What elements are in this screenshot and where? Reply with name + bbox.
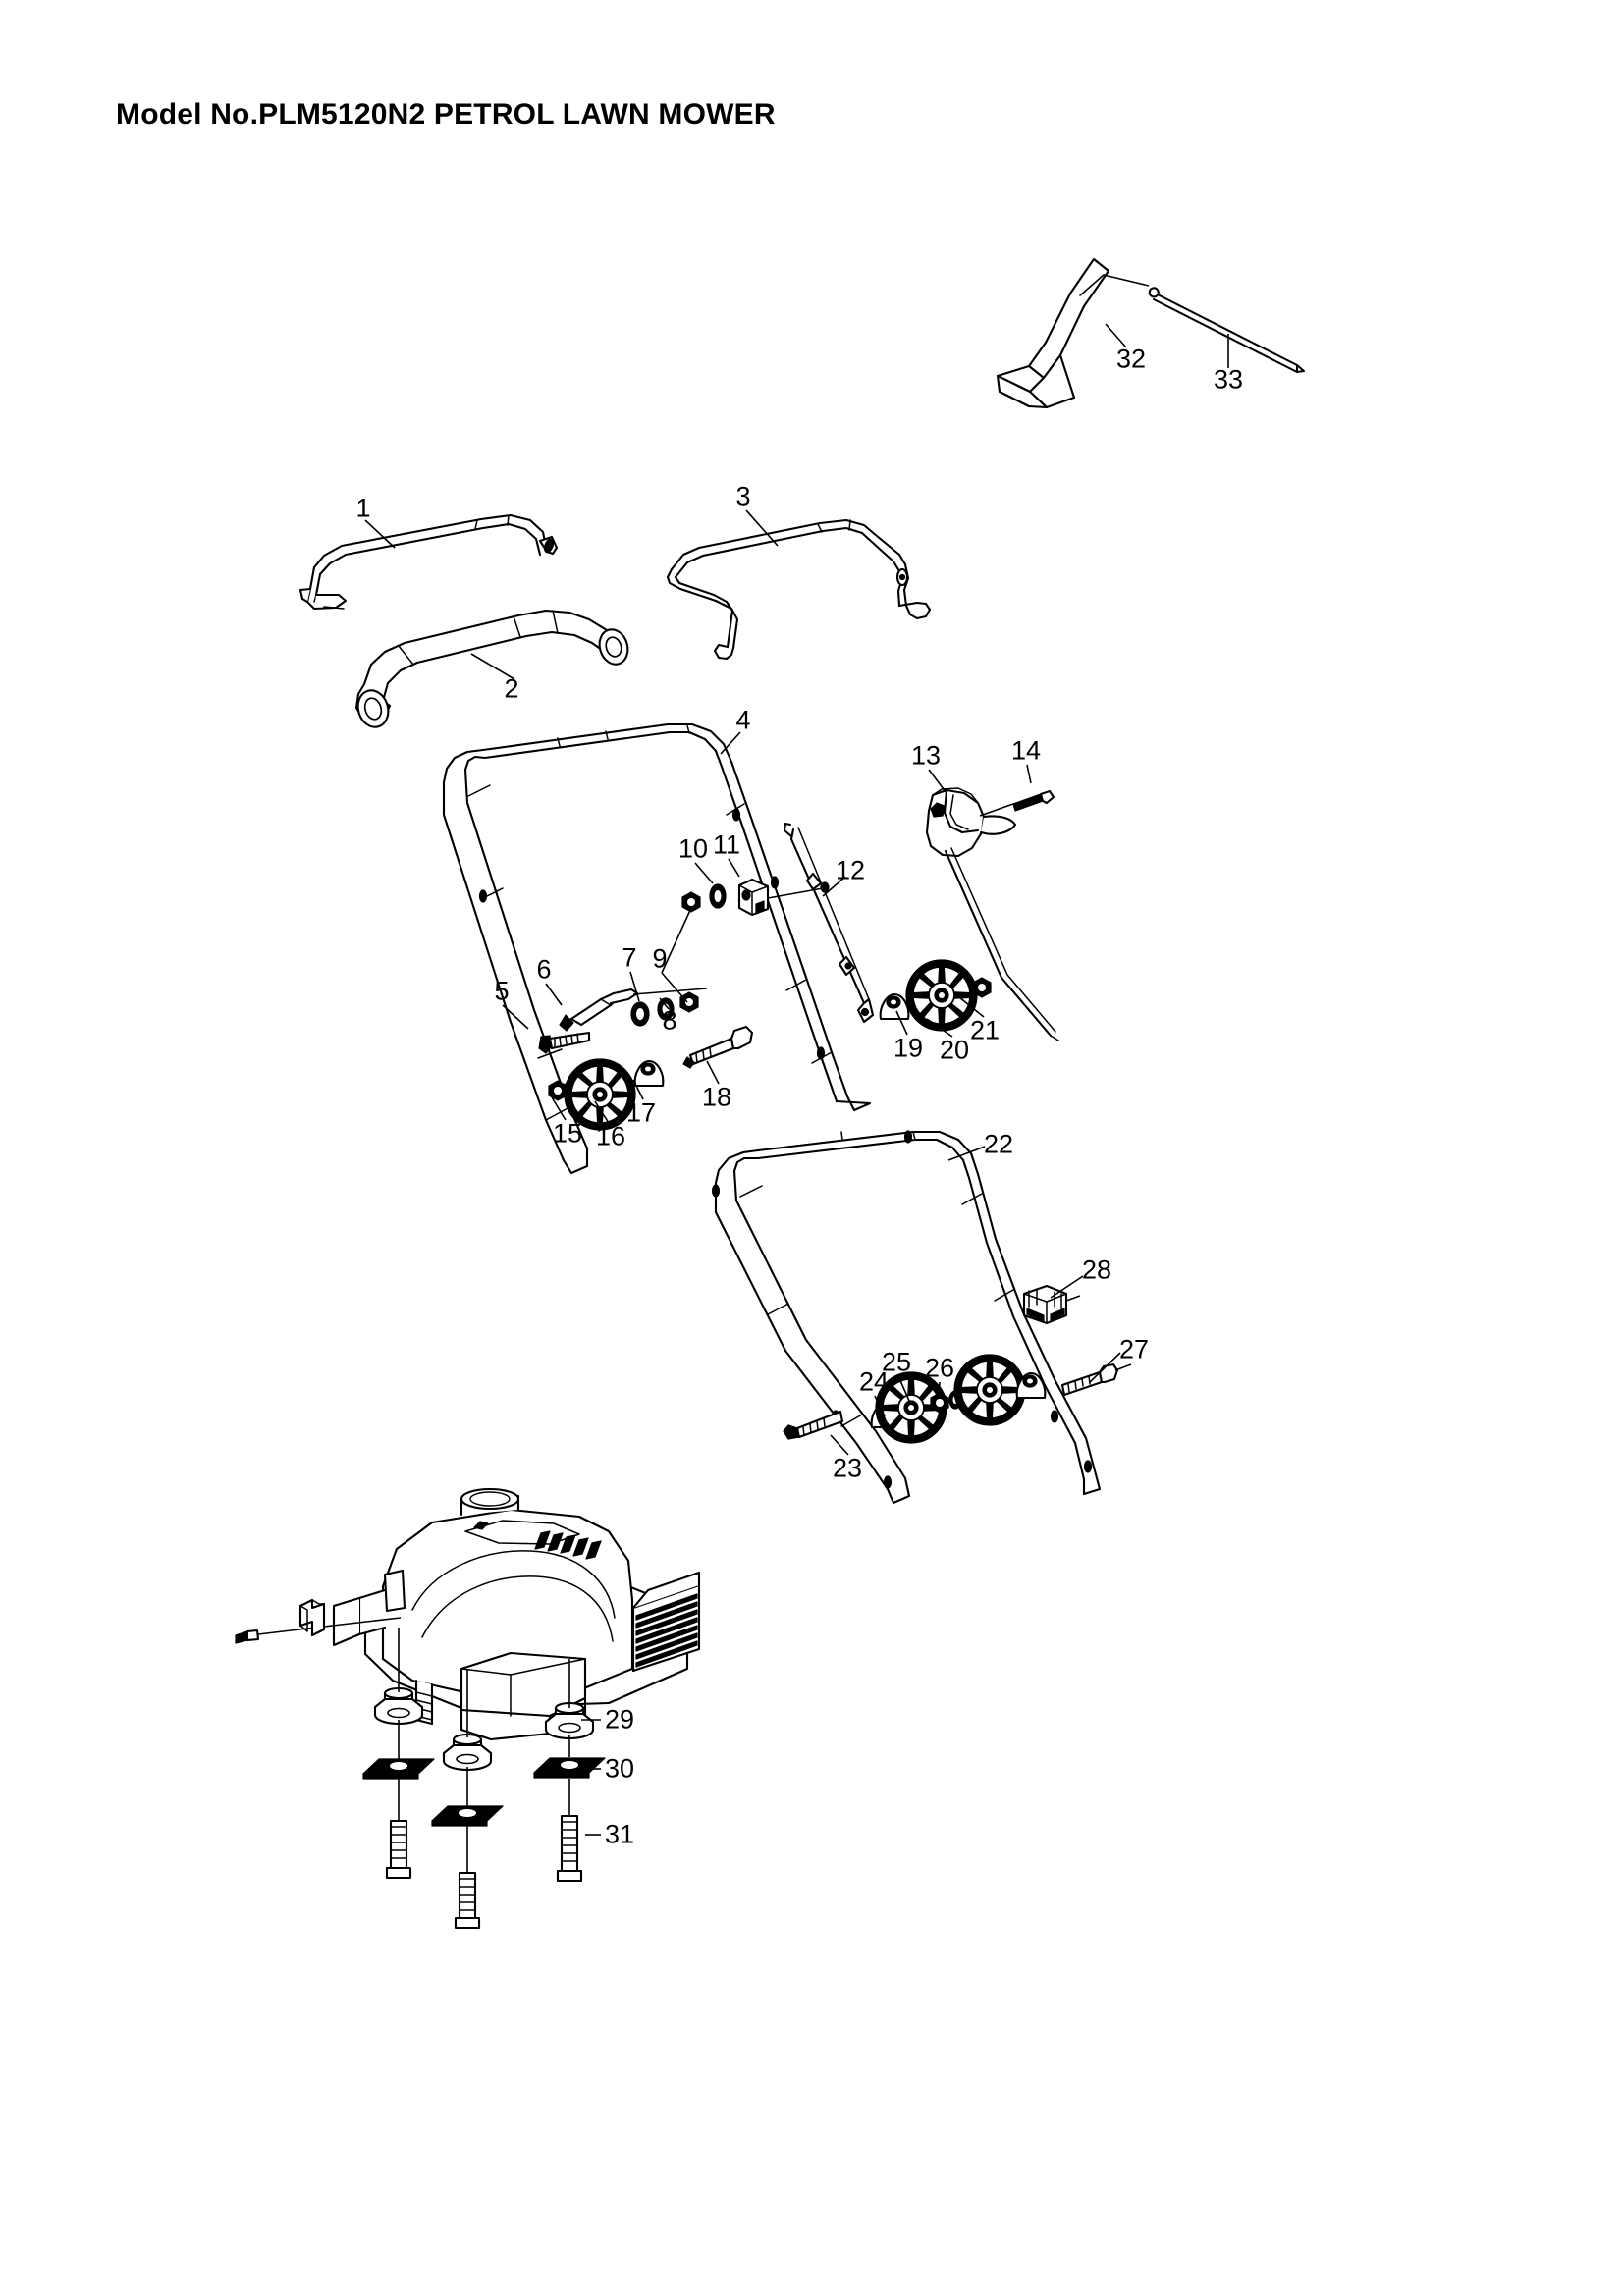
part-8-flat-washer-small (657, 997, 675, 1021)
part-27-hex-flange-bolt (1060, 1362, 1132, 1397)
part-21-lock-nut (972, 977, 992, 998)
engine-mount-column-middle (431, 1669, 504, 1930)
callout-11: 11 (712, 829, 741, 860)
part-26-lock-nut (930, 1392, 949, 1414)
part-33-tommy-bar (1148, 287, 1306, 374)
callout-32: 32 (1115, 344, 1147, 374)
callout-19: 19 (893, 1033, 924, 1063)
part-32-spark-plug-wrench (996, 257, 1150, 409)
callout-30: 30 (604, 1753, 635, 1784)
page-title: Model No.PLM5120N2 PETROL LAWN MOWER (116, 98, 776, 131)
part-1-handle-bracket-bar (298, 513, 559, 611)
callout-16: 16 (595, 1121, 626, 1151)
part-14-self-tapping-screw (979, 789, 1055, 817)
callout-4: 4 (735, 705, 751, 735)
callout-23: 23 (832, 1453, 863, 1483)
callout-22: 22 (983, 1129, 1014, 1159)
callout-7: 7 (622, 942, 637, 973)
part-13-recoil-starter-handle (925, 787, 1059, 1041)
callout-2: 2 (504, 673, 519, 704)
part-10-washer (709, 883, 727, 909)
callout-17: 17 (625, 1097, 657, 1128)
callout-13: 13 (910, 740, 942, 771)
callout-31: 31 (604, 1819, 635, 1849)
part-20-handle-knob (905, 959, 978, 1032)
part-2-handle-grip-bar (354, 609, 629, 728)
callout-24: 24 (858, 1366, 890, 1397)
part-3-grass-bag-frame-rod (666, 518, 932, 661)
part-25-handle-knob-right (953, 1354, 1026, 1426)
part-12-brake-control-rod (783, 822, 875, 1024)
callout-1: 1 (355, 493, 371, 523)
callout-26: 26 (924, 1353, 955, 1383)
callout-5: 5 (494, 976, 510, 1006)
engine-mount-column-right (533, 1659, 606, 1883)
callout-10: 10 (677, 833, 709, 864)
part-5-hex-flange-bolt (538, 1031, 591, 1054)
part-7-flat-washer (630, 1001, 650, 1027)
callout-leader-lines (364, 323, 1229, 1836)
part-9-lock-nut-lower (679, 991, 699, 1013)
callout-21: 21 (969, 1015, 1001, 1045)
part-11-cable-guide-block (737, 878, 830, 917)
callout-18: 18 (701, 1082, 732, 1112)
part-15-lock-nut (548, 1080, 568, 1101)
engine-cover-assembly (235, 1487, 701, 1741)
callout-15: 15 (552, 1118, 583, 1148)
callout-25: 25 (881, 1347, 912, 1377)
part-23-hex-flange-bolt (783, 1410, 844, 1440)
callout-3: 3 (735, 481, 751, 511)
engine-mount-column-left (362, 1628, 435, 1880)
callout-20: 20 (939, 1035, 970, 1065)
part-4-upper-handle-assembly (442, 722, 872, 1175)
callout-6: 6 (536, 954, 552, 985)
callout-27: 27 (1118, 1334, 1150, 1364)
callout-14: 14 (1010, 735, 1042, 766)
callout-8: 8 (662, 1005, 677, 1036)
part-17-conical-spacer (633, 1059, 665, 1088)
callout-29: 29 (604, 1704, 635, 1735)
part-28-cable-clamp (1022, 1284, 1081, 1325)
callout-28: 28 (1081, 1255, 1112, 1285)
part-19-conical-spacer (879, 992, 910, 1021)
callout-33: 33 (1213, 364, 1244, 395)
part-18-carriage-bolt (682, 1025, 754, 1069)
part-22-lower-handle-assembly (711, 1130, 1102, 1505)
callout-9: 9 (652, 943, 668, 974)
callout-12: 12 (835, 855, 866, 885)
